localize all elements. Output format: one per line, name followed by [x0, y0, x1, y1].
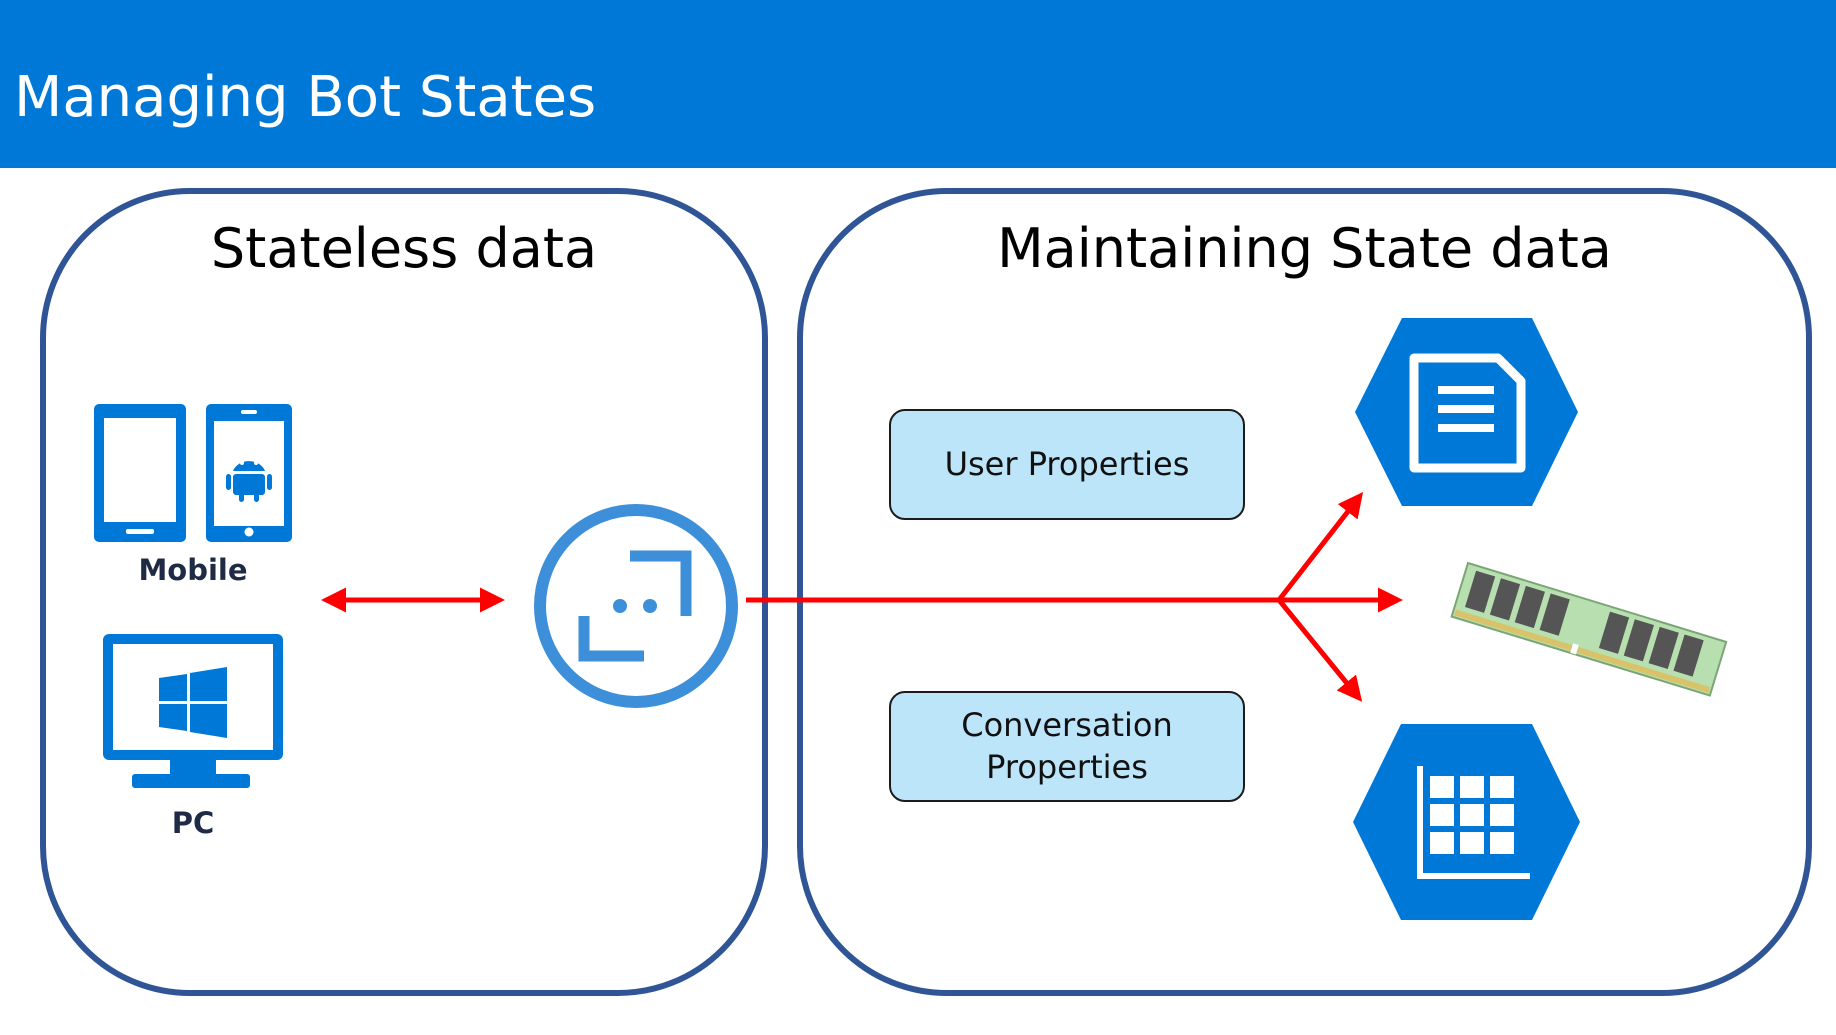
conversation-properties-box: Conversation Properties [889, 691, 1245, 802]
table-storage-icon [1353, 724, 1580, 920]
pc-label: PC [171, 806, 215, 840]
maintaining-state-panel-title: Maintaining State data [997, 217, 1612, 280]
memory-ram-icon [1450, 561, 1728, 697]
title-bar: Managing Bot States [0, 0, 1836, 168]
stateless-panel-title: Stateless data [210, 217, 598, 280]
page-title: Managing Bot States [14, 65, 597, 130]
windows-monitor-icon [103, 634, 283, 788]
stateless-panel: Stateless data [40, 188, 768, 996]
maintaining-state-panel: Maintaining State data [797, 188, 1812, 996]
conversation-properties-label: Conversation Properties [961, 705, 1173, 786]
tablet-icon [94, 404, 186, 542]
document-db-icon [1355, 318, 1578, 506]
mobile-label: Mobile [138, 553, 248, 587]
arrow-to-document-db [1277, 492, 1364, 602]
user-properties-box: User Properties [889, 409, 1245, 520]
bot-service-icon [534, 504, 738, 708]
arrow-to-table-storage [1277, 598, 1363, 702]
user-properties-label: User Properties [944, 444, 1190, 483]
android-phone-icon [206, 404, 292, 542]
